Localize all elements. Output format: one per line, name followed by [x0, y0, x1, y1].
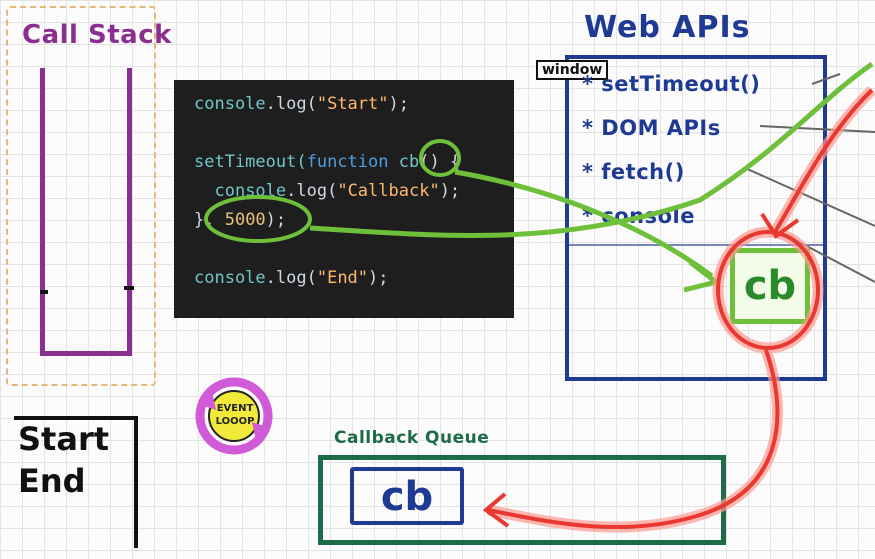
event-loop-label: EVENT LOOOP [215, 403, 255, 427]
red-arrows [482, 88, 874, 530]
delay-to-settimeout-arrow [309, 61, 874, 238]
callback-queue-title: Callback Queue [334, 428, 490, 448]
web-apis-title: Web APIs [584, 10, 751, 45]
cb-highlight-circle [419, 139, 461, 177]
delay-highlight-circle [204, 195, 312, 243]
cb-to-webapi-arrow [454, 169, 714, 279]
output-line-start: Start [18, 420, 110, 458]
output-panel [14, 416, 138, 548]
api-line-dom [759, 125, 875, 133]
api-line-settimeout [811, 73, 841, 85]
api-item-dom-apis: * DOM APIs [582, 116, 721, 140]
stack-tick-left [40, 290, 48, 294]
web-apis-callback-box: cb [730, 248, 810, 324]
api-item-fetch: * fetch() [582, 160, 685, 184]
api-line-fetch [744, 167, 875, 227]
code-line-1: console.log("Start"); [194, 94, 409, 114]
window-tag: window [536, 60, 609, 80]
call-stack-frame [6, 6, 156, 386]
web-apis-box [565, 55, 827, 381]
code-line-7: console.log("End"); [194, 268, 389, 288]
callback-queue-item: cb [350, 467, 464, 525]
call-stack-title: Call Stack [22, 20, 172, 50]
event-loop-icon [195, 377, 273, 455]
call-stack-column [40, 68, 132, 356]
output-line-end: End [18, 462, 86, 500]
web-apis-divider [569, 244, 823, 246]
api-item-settimeout: * setTimeout() [582, 72, 761, 96]
stack-tick-right [124, 286, 134, 290]
